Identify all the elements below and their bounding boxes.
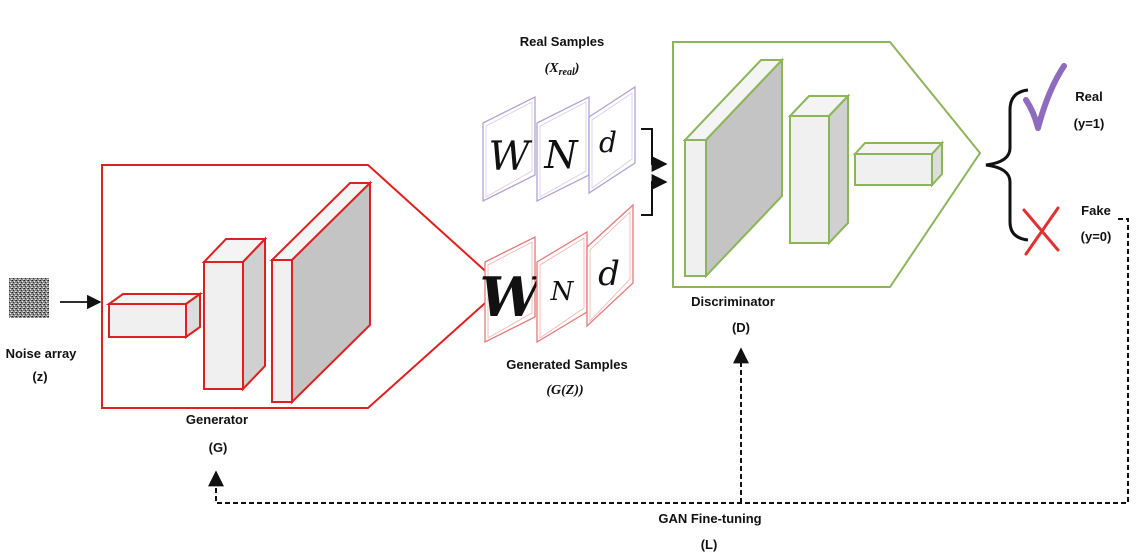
- generated-samples-symbol: (G(Z)): [546, 383, 583, 398]
- real-sample-glyph: d: [599, 126, 617, 159]
- cross-icon: [1022, 206, 1060, 256]
- discriminator-block-large: [682, 57, 785, 279]
- fake-output: Fake (y=0): [1022, 203, 1112, 256]
- real-samples: W N d: [482, 85, 636, 203]
- real-sample-glyph: W: [488, 134, 532, 180]
- generated-sample-glyph: W: [480, 265, 546, 329]
- real-sample-glyph: N: [543, 133, 579, 177]
- discriminator: [672, 41, 982, 288]
- real-connector: [641, 128, 668, 172]
- generated-sample-card: W: [480, 235, 546, 344]
- real-output-label: Real: [1075, 89, 1102, 104]
- real-samples-label: Real Samples: [520, 34, 605, 49]
- real-samples-symbol: (Xreal): [545, 61, 580, 78]
- generated-samples: W N d: [480, 203, 634, 344]
- generator-block-medium: [201, 236, 268, 392]
- discriminator-block-medium: [787, 93, 851, 246]
- discriminator-input-connectors: [641, 128, 668, 216]
- discriminator-frame: [672, 41, 982, 288]
- feedback-symbol: (L): [701, 537, 718, 552]
- discriminator-block-small: [852, 140, 945, 188]
- generator: [101, 164, 505, 409]
- noise-array: Noise array (z): [6, 278, 102, 384]
- fake-output-value: (y=0): [1081, 229, 1112, 244]
- generator-block-small: [105, 292, 204, 339]
- generator-block-large: [269, 180, 373, 405]
- feedback-loop: [208, 218, 1129, 504]
- real-sample-card: N: [536, 95, 590, 203]
- generated-sample-card: d: [586, 203, 634, 328]
- real-sample-card: W: [482, 95, 536, 203]
- real-output: Real (y=1): [1023, 63, 1105, 131]
- fake-output-label: Fake: [1081, 203, 1111, 218]
- feedback-path-main: [208, 218, 1129, 504]
- generator-frame: [101, 164, 505, 409]
- noise-label: Noise array: [6, 346, 78, 361]
- real-sample-card: d: [588, 85, 636, 195]
- noise-symbol: (z): [32, 369, 47, 384]
- output-brace: [985, 88, 1029, 242]
- discriminator-symbol: (D): [732, 320, 750, 335]
- real-output-value: (y=1): [1074, 116, 1105, 131]
- generated-sample-card: N: [536, 230, 588, 344]
- check-icon: [1023, 63, 1067, 131]
- generated-connector: [641, 174, 668, 216]
- generator-label: Generator: [186, 412, 248, 427]
- discriminator-label: Discriminator: [691, 294, 775, 309]
- generated-sample-glyph: N: [550, 277, 575, 307]
- noise-image: [9, 278, 49, 318]
- feedback-label: GAN Fine-tuning: [658, 511, 761, 526]
- generated-samples-label: Generated Samples: [506, 357, 627, 372]
- generator-symbol: (G): [209, 440, 228, 455]
- generated-sample-glyph: d: [598, 254, 620, 294]
